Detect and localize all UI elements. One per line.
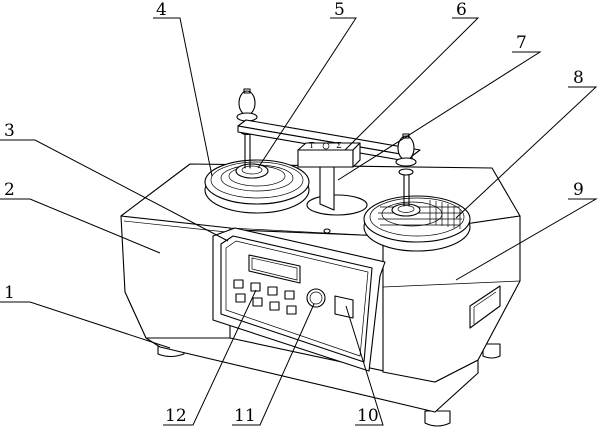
right-handle xyxy=(395,133,417,207)
callout-1: 1 xyxy=(4,283,15,303)
callout-12: 12 xyxy=(165,406,187,426)
control-knob xyxy=(306,288,326,308)
svg-text:T: T xyxy=(309,141,315,150)
left-polishing-disc xyxy=(204,159,310,214)
power-switch xyxy=(334,295,354,319)
callout-9: 9 xyxy=(573,180,584,200)
callout-6: 6 xyxy=(456,0,467,20)
left-handle xyxy=(236,88,258,169)
callout-11: 11 xyxy=(234,406,256,426)
callout-4: 4 xyxy=(156,0,167,20)
right-polishing-disc xyxy=(363,195,471,252)
callout-2: 2 xyxy=(4,180,15,200)
central-column xyxy=(306,159,368,234)
callout-8: 8 xyxy=(573,68,584,88)
callout-5: 5 xyxy=(334,0,345,20)
leader-lines xyxy=(0,17,598,426)
display-screen xyxy=(248,254,301,284)
callout-labels: 1 2 3 4 5 6 7 8 9 10 11 12 xyxy=(4,0,584,426)
callout-10: 10 xyxy=(357,406,379,426)
keypad xyxy=(233,279,297,315)
callout-7: 7 xyxy=(516,33,527,53)
svg-text:Σ: Σ xyxy=(336,141,342,150)
callout-3: 3 xyxy=(4,121,15,141)
